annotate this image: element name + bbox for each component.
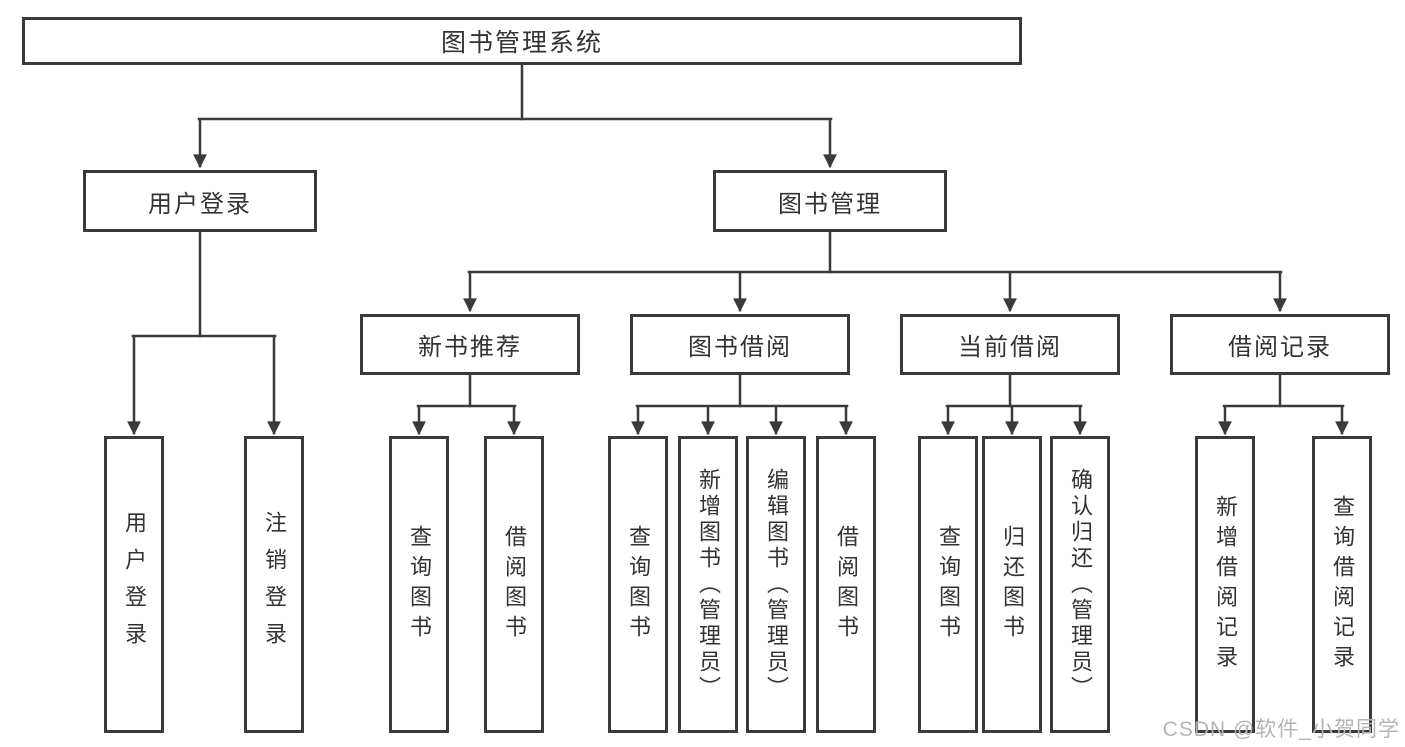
leaf-logout: 注销登录 <box>244 436 304 733</box>
node-label: 图书借阅 <box>688 334 792 361</box>
node-label: 借阅图书 <box>834 524 859 645</box>
node-label: 用户登录 <box>122 510 147 659</box>
leaf-query-books-2: 查询图书 <box>608 436 668 733</box>
leaf-query-books-3: 查询图书 <box>918 436 978 733</box>
node-label: 查询图书 <box>626 524 651 645</box>
node-current-borrow: 当前借阅 <box>900 314 1120 375</box>
leaf-add-borrow-record: 新增借阅记录 <box>1195 436 1255 733</box>
leaf-confirm-return-admin: 确认归还（管理员） <box>1050 436 1110 733</box>
node-label: 当前借阅 <box>958 334 1062 361</box>
leaf-query-books-1: 查询图书 <box>389 436 449 733</box>
node-label: 新增图书（管理员） <box>696 467 721 702</box>
leaf-add-books-admin: 新增图书（管理员） <box>678 436 738 733</box>
node-label: 注销登录 <box>262 510 287 659</box>
node-library-management-system: 图书管理系统 <box>22 17 1022 65</box>
node-book-borrow: 图书借阅 <box>630 314 850 375</box>
node-label: 查询图书 <box>407 524 432 645</box>
node-label: 确认归还（管理员） <box>1068 467 1093 702</box>
leaf-edit-books-admin: 编辑图书（管理员） <box>746 436 806 733</box>
node-new-book-recommend: 新书推荐 <box>360 314 580 375</box>
node-label: 编辑图书（管理员） <box>764 467 789 702</box>
node-user-login: 用户登录 <box>83 170 317 232</box>
leaf-user-login: 用户登录 <box>104 436 164 733</box>
node-label: 用户登录 <box>148 190 252 218</box>
leaf-return-books: 归还图书 <box>982 436 1042 733</box>
node-book-management: 图书管理 <box>713 170 947 232</box>
node-borrow-records: 借阅记录 <box>1170 314 1390 375</box>
leaf-borrow-books-1: 借阅图书 <box>484 436 544 733</box>
leaf-query-borrow-record: 查询借阅记录 <box>1312 436 1372 733</box>
node-label: 查询图书 <box>936 524 961 645</box>
node-label: 图书管理 <box>778 190 882 218</box>
node-label: 新书推荐 <box>418 334 522 361</box>
node-label: 借阅记录 <box>1228 334 1332 361</box>
node-label: 图书管理系统 <box>440 29 603 57</box>
node-label: 新增借阅记录 <box>1213 494 1238 675</box>
leaf-borrow-books-2: 借阅图书 <box>816 436 876 733</box>
node-label: 归还图书 <box>1000 524 1025 645</box>
node-label: 查询借阅记录 <box>1330 494 1355 675</box>
node-label: 借阅图书 <box>502 524 527 645</box>
